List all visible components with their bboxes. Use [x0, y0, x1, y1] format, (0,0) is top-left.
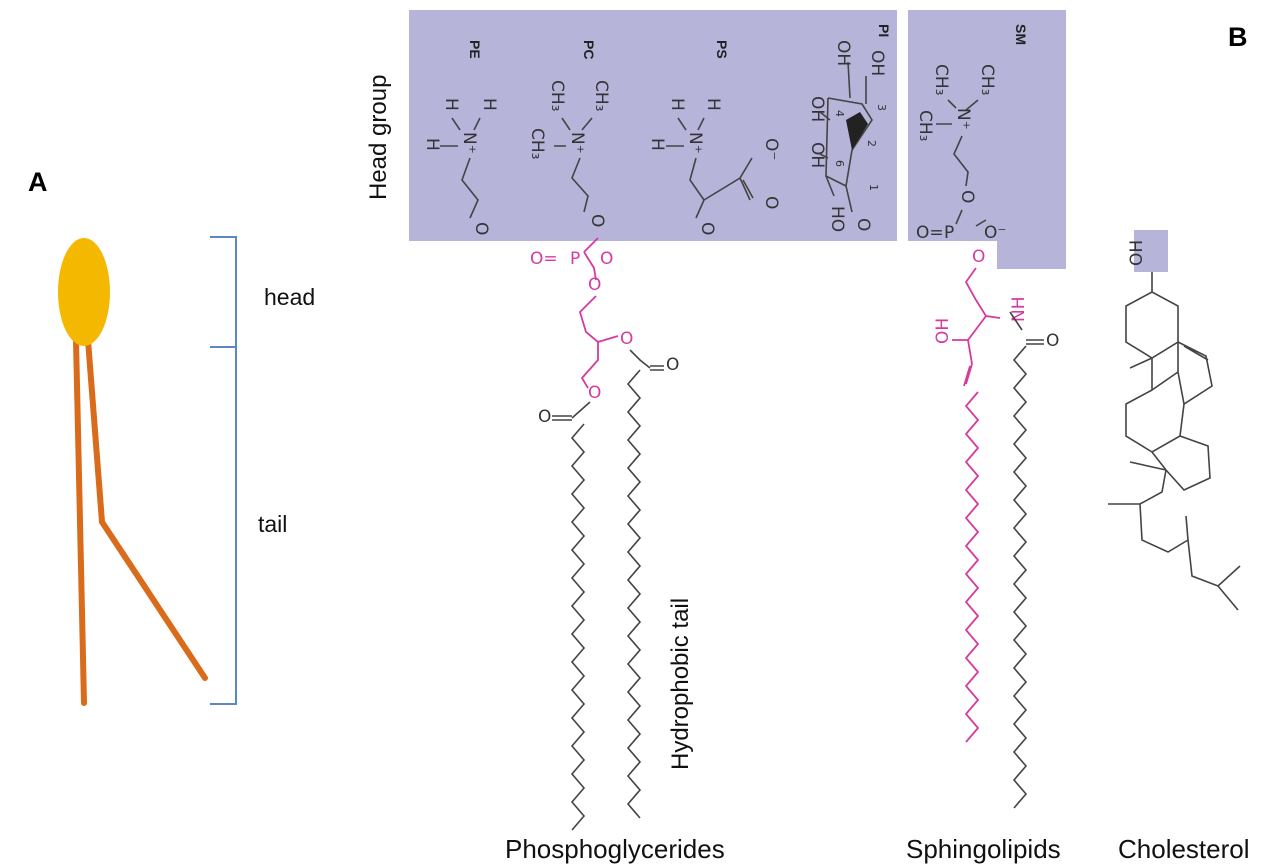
ps-o-carbonyl: O — [761, 196, 781, 209]
sm-oh: OH — [933, 318, 953, 344]
tail-bracket — [210, 346, 237, 705]
sm-ch3-right: CH₃ — [977, 64, 997, 95]
pi-oh-3: OH — [807, 96, 827, 122]
cholesterol-oh: OH — [1127, 240, 1147, 266]
ps-o: O — [697, 222, 717, 235]
panel-a: A head tail — [28, 167, 315, 706]
abbr-sm: SM — [1013, 24, 1029, 45]
pc-o: O — [587, 214, 607, 227]
pg-ester1-o: O — [538, 407, 551, 427]
pg-o-double: O= — [530, 249, 558, 269]
pe-h-left: H — [422, 138, 442, 151]
pi-oh-1: OH — [833, 40, 853, 66]
pe-o: O — [471, 222, 491, 235]
sm-amide-o: O — [1046, 331, 1059, 351]
pe-h-top: H — [441, 98, 461, 111]
label-cholesterol: Cholesterol — [1118, 834, 1250, 864]
tail-line-right — [85, 337, 208, 681]
pi-ring-3: 3 — [875, 104, 888, 111]
panel-b: B Head group PE PC PS PI SM H H H N⁺ O C… — [365, 10, 1250, 864]
pc-structure: CH₃ CH₃ CH₃ N⁺ O — [527, 80, 611, 227]
pg-o-2: O — [588, 275, 601, 295]
sm-o-2: O — [972, 247, 985, 267]
panel-b-letter: B — [1228, 22, 1248, 52]
sm-o-double: O= — [916, 223, 944, 243]
head-group-label: Head group — [365, 75, 392, 200]
sm-nh: NH — [1009, 297, 1029, 323]
sm-p: P — [944, 223, 954, 243]
sm-fatty-acid-chain — [1012, 345, 1028, 809]
sm-ch3-top: CH₃ — [931, 64, 951, 95]
pi-oh-2: OH — [867, 50, 887, 76]
pi-structure: OH OH OH OH HO O 4 5 3 2 6 1 — [807, 40, 888, 232]
sm-n-plus: N⁺ — [953, 108, 973, 130]
hydrophobic-tail-label: Hydrophobic tail — [667, 598, 694, 770]
ps-structure: H H H N⁺ O⁻ O O — [647, 98, 781, 235]
pc-ch3-top: CH₃ — [547, 80, 567, 111]
pi-oh-4: OH — [807, 142, 827, 168]
abbr-pe: PE — [467, 40, 483, 59]
tail-label: tail — [258, 511, 287, 537]
sm-sphingosine-chain — [964, 391, 980, 743]
ps-o-minus: O⁻ — [761, 138, 781, 160]
pc-ch3-left: CH₃ — [527, 128, 547, 159]
label-phosphoglycerides: Phosphoglycerides — [505, 834, 725, 864]
head-bracket — [210, 236, 237, 347]
pi-o: O — [853, 218, 873, 231]
pg-chain-2 — [626, 369, 642, 819]
head-label: head — [264, 284, 315, 310]
abbr-pc: PC — [581, 40, 597, 59]
pg-o-4: O — [588, 383, 601, 403]
sm-structure: CH₃ CH₃ CH₃ N⁺ O O= P O⁻ O — [915, 64, 1006, 267]
label-sphingolipids: Sphingolipids — [906, 834, 1061, 864]
cholesterol-structure: OH — [1108, 240, 1241, 611]
pi-ring-2: 2 — [865, 140, 878, 147]
pe-h-right: H — [479, 98, 499, 111]
phosphoglyceride-head-region — [409, 10, 897, 241]
pi-ho: HO — [827, 206, 847, 232]
pe-structure: H H H N⁺ O — [422, 98, 499, 235]
ps-h-right: H — [703, 98, 723, 111]
panel-a-letter: A — [28, 167, 48, 197]
ps-h-left: H — [647, 138, 667, 151]
pg-chain-1 — [570, 423, 586, 831]
tail-line-left — [73, 337, 87, 706]
sm-ch3-left: CH₃ — [915, 110, 935, 141]
pe-n-plus: N⁺ — [459, 132, 479, 154]
sphingosine-backbone: OH NH O — [933, 267, 1059, 809]
abbr-pi: PI — [876, 24, 892, 37]
sm-o-minus: O⁻ — [984, 223, 1006, 243]
pg-ester2-o: O — [666, 355, 679, 375]
pi-ring-1: 1 — [867, 184, 880, 191]
pc-n-plus: N⁺ — [567, 132, 587, 154]
phosphoglyceride-chains: O O — [538, 349, 679, 831]
ps-h-top: H — [667, 98, 687, 111]
pg-o-1: O — [600, 249, 613, 269]
pc-ch3-right: CH₃ — [591, 80, 611, 111]
pg-p: P — [570, 249, 580, 269]
pi-ring-6: 6 — [833, 160, 846, 167]
ps-n-plus: N⁺ — [685, 132, 705, 154]
head-ellipse — [58, 238, 110, 346]
abbr-ps: PS — [714, 40, 730, 59]
sphingomyelin-head-region — [908, 10, 1066, 269]
pg-o-3: O — [620, 329, 633, 349]
pi-ring-4: 4 — [833, 110, 846, 117]
cholesterol-oh-region — [1134, 230, 1168, 272]
phosphoglyceride-backbone: O= P O O O O — [530, 237, 633, 403]
sm-o-1: O — [957, 190, 977, 203]
